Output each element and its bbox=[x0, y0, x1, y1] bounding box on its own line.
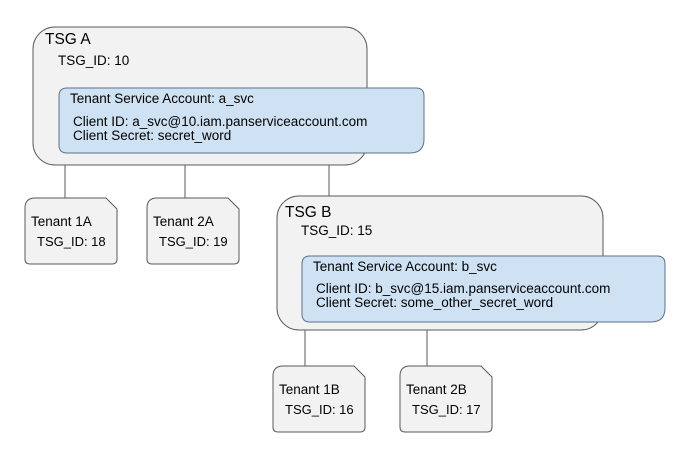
tenant-1a-id: TSG_ID: 18 bbox=[37, 234, 106, 249]
tsg-b-service-account-title: Tenant Service Account: b_svc bbox=[313, 259, 497, 274]
tenant-1b-id: TSG_ID: 16 bbox=[285, 402, 354, 417]
tenant-2b-id: TSG_ID: 17 bbox=[412, 402, 481, 417]
tsg-b-service-account-box bbox=[301, 255, 666, 323]
tsg-b-title: TSG B bbox=[285, 204, 332, 221]
tenant-1b-title: Tenant 1B bbox=[279, 382, 340, 397]
tenant-1a-node bbox=[24, 197, 118, 265]
tsg-a-client-id: Client ID: a_svc@10.iam.panserviceaccoun… bbox=[73, 114, 368, 129]
tenant-2a-id: TSG_ID: 19 bbox=[159, 234, 228, 249]
tsg-a-id: TSG_ID: 10 bbox=[58, 53, 130, 68]
tenant-2b-title: Tenant 2B bbox=[406, 382, 467, 397]
tsg-a-service-account-box bbox=[58, 87, 425, 154]
tenant-2a-title: Tenant 2A bbox=[153, 214, 214, 229]
tsg-a-title: TSG A bbox=[45, 31, 91, 48]
tsg-a-service-account-title: Tenant Service Account: a_svc bbox=[70, 91, 254, 106]
tsg-a-client-secret: Client Secret: secret_word bbox=[73, 128, 232, 143]
tsg-b-client-id: Client ID: b_svc@15.iam.panserviceaccoun… bbox=[316, 281, 611, 296]
tsg-b-id: TSG_ID: 15 bbox=[301, 223, 373, 238]
tenant-2b-node bbox=[399, 365, 493, 433]
tsg-b-client-secret: Client Secret: some_other_secret_word bbox=[316, 295, 554, 310]
tenant-1a-title: Tenant 1A bbox=[31, 214, 92, 229]
tenant-1b-node bbox=[272, 365, 366, 433]
tenant-2a-node bbox=[146, 197, 240, 265]
